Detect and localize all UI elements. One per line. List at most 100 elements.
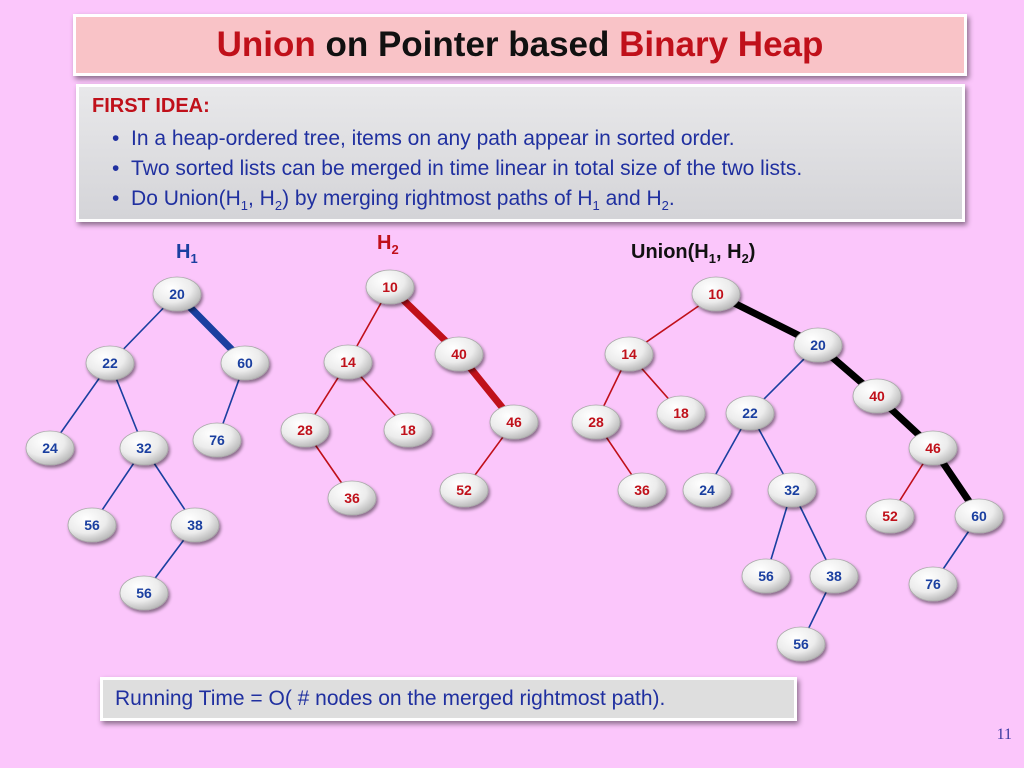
- node-bubble: [908, 566, 958, 602]
- node-value: 14: [621, 346, 637, 362]
- node-bubble: [617, 472, 667, 508]
- node-bubble: [327, 480, 377, 516]
- node-value: 20: [169, 286, 185, 302]
- node-bubble: [489, 404, 539, 440]
- node-value: 40: [451, 346, 467, 362]
- node-bubble: [152, 276, 202, 312]
- idea-heading: FIRST IDEA:: [92, 95, 210, 117]
- union-node-a: 10: [691, 276, 741, 312]
- node-bubble: [280, 412, 330, 448]
- h2-node-c: 40: [434, 336, 484, 372]
- bullet-3-text-b: , H: [247, 187, 275, 210]
- node-bubble: [908, 430, 958, 466]
- bullet-1-text: In a heap-ordered tree, items on any pat…: [131, 127, 735, 150]
- node-value: 10: [708, 286, 724, 302]
- title-union: Union: [216, 25, 316, 64]
- slide-title: Union on Pointer based Binary Heap: [217, 25, 824, 65]
- h2-node-g: 36: [327, 480, 377, 516]
- union-label-sub-a: 1: [708, 251, 716, 266]
- h1-node-i: 56: [119, 575, 169, 611]
- union-label-b: , H: [716, 241, 742, 263]
- node-bubble: [434, 336, 484, 372]
- node-bubble: [439, 472, 489, 508]
- union-label: Union(H1, H2): [631, 241, 755, 266]
- node-value: 52: [882, 508, 898, 524]
- title-box: Union on Pointer based Binary Heap: [73, 14, 967, 76]
- h2-node-h: 52: [439, 472, 489, 508]
- bullet-1: • In a heap-ordered tree, items on any p…: [112, 127, 735, 150]
- node-bubble: [691, 276, 741, 312]
- union-node-b: 14: [604, 336, 654, 372]
- h1-node-f: 76: [192, 422, 242, 458]
- bullet-2: • Two sorted lists can be merged in time…: [112, 157, 803, 180]
- h2-node-e: 18: [383, 412, 433, 448]
- node-value: 40: [869, 388, 885, 404]
- node-value: 56: [136, 585, 152, 601]
- h2-label: H2: [377, 232, 399, 257]
- bullet-3-sub-a: 1: [240, 198, 248, 214]
- bullet-3-text-c: ) by merging rightmost paths of H: [282, 187, 593, 210]
- node-bubble: [192, 422, 242, 458]
- node-value: 24: [42, 440, 58, 456]
- h2-node-b: 14: [323, 344, 373, 380]
- node-value: 32: [136, 440, 152, 456]
- node-bubble: [725, 395, 775, 431]
- node-value: 60: [237, 355, 253, 371]
- title-binary-heap: Binary Heap: [619, 25, 824, 64]
- title-middle: on Pointer based: [315, 25, 620, 64]
- node-value: 14: [340, 354, 356, 370]
- union-node-p: 76: [908, 566, 958, 602]
- node-value: 38: [826, 568, 842, 584]
- node-value: 56: [793, 636, 809, 652]
- node-bubble: [323, 344, 373, 380]
- node-value: 76: [925, 576, 941, 592]
- node-bubble: [809, 558, 859, 594]
- union-label-sub-b: 2: [741, 251, 749, 266]
- nodes-layer: 20 22 60 24 32 76 56 38 56 10 14 40 28 18 46 36 52 10 14 20…: [25, 269, 1004, 662]
- node-value: 56: [758, 568, 774, 584]
- node-value: 24: [699, 482, 715, 498]
- h2-node-d: 28: [280, 412, 330, 448]
- node-value: 10: [382, 279, 398, 295]
- bullet-3-sub-c: 1: [592, 198, 600, 214]
- node-bubble: [682, 472, 732, 508]
- node-value: 36: [344, 490, 360, 506]
- bullet-3-sub-b: 2: [274, 198, 283, 214]
- node-bubble: [119, 430, 169, 466]
- h1-node-h: 38: [170, 507, 220, 543]
- union-node-f: 22: [725, 395, 775, 431]
- node-value: 28: [297, 422, 313, 438]
- h2-node-a: 10: [365, 269, 415, 305]
- node-value: 18: [400, 422, 416, 438]
- running-time-text: Running Time = O( # nodes on the merged …: [115, 687, 666, 710]
- h1-node-c: 60: [220, 345, 270, 381]
- node-value: 22: [742, 405, 758, 421]
- node-value: 36: [634, 482, 650, 498]
- bullet-3-text-d: and H: [599, 187, 662, 210]
- union-node-d: 28: [571, 404, 621, 440]
- node-value: 32: [784, 482, 800, 498]
- node-bubble: [767, 472, 817, 508]
- union-label-c: ): [748, 241, 756, 263]
- node-bubble: [741, 558, 791, 594]
- node-value: 20: [810, 337, 826, 353]
- union-node-n: 56: [741, 558, 791, 594]
- h1-node-d: 24: [25, 430, 75, 466]
- node-bubble: [365, 269, 415, 305]
- h1-node-e: 32: [119, 430, 169, 466]
- h2-node-f: 46: [489, 404, 539, 440]
- node-bubble: [865, 498, 915, 534]
- node-value: 22: [102, 355, 118, 371]
- union-node-k: 46: [908, 430, 958, 466]
- union-node-h: 36: [617, 472, 667, 508]
- node-bubble: [852, 378, 902, 414]
- first-idea-box: FIRST IDEA: • In a heap-ordered tree, it…: [76, 84, 965, 222]
- h2-label-sub: 2: [391, 242, 399, 257]
- h1-label-main: H: [176, 241, 191, 263]
- node-value: 46: [506, 414, 522, 430]
- node-bubble: [793, 327, 843, 363]
- node-bubble: [571, 404, 621, 440]
- node-value: 76: [209, 432, 225, 448]
- node-bubble: [776, 626, 826, 662]
- node-value: 18: [673, 405, 689, 421]
